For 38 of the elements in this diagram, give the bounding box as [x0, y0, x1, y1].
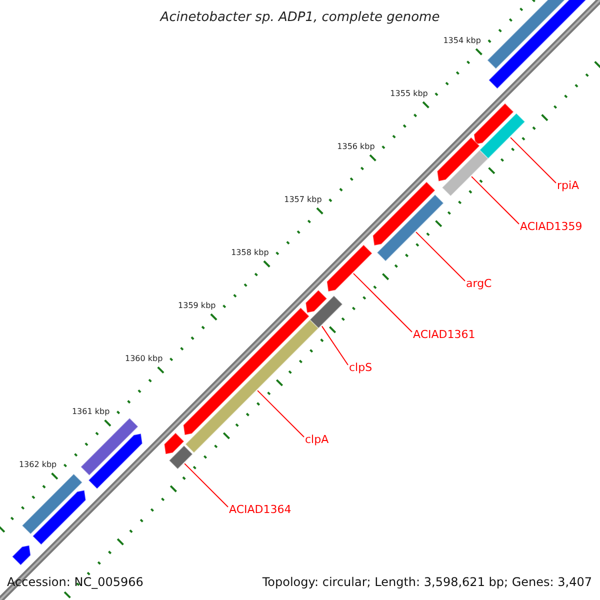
gene-label: ACIAD1359	[520, 221, 582, 233]
scale-label: 1355 kbp	[390, 88, 428, 98]
gene-label: argC	[466, 278, 492, 290]
gene-bar	[372, 181, 436, 246]
gene-label: clpA	[305, 434, 329, 446]
scale-label: 1359 kbp	[178, 300, 216, 310]
gene-bar	[305, 289, 328, 314]
leader-line	[321, 326, 348, 366]
gene-bar	[309, 295, 344, 329]
gene-bar	[12, 544, 32, 566]
gene-bar	[168, 444, 194, 470]
gene-bar	[80, 417, 139, 476]
scale-label: 1361 kbp	[72, 407, 110, 416]
gene-label: rpiA	[557, 180, 580, 192]
scale-label: 1356 kbp	[337, 142, 375, 151]
gene-bar	[88, 433, 143, 490]
scale-label: 1357 kbp	[284, 194, 322, 204]
gene-bar	[326, 244, 373, 292]
scale-label: 1362 kbp	[18, 460, 57, 470]
title: Acinetobacter sp. ADP1, complete genome	[158, 10, 441, 26]
gene-bar	[376, 194, 444, 262]
gene-bar	[441, 149, 489, 197]
footer-text: Topology: circular; Length: 3,598,621 bp; Genes: 3,407	[262, 575, 592, 589]
leader-line	[352, 272, 412, 332]
gene-bar	[436, 136, 480, 182]
gene-bar	[32, 490, 86, 546]
gene-bar	[473, 102, 514, 146]
leader-line	[257, 390, 304, 438]
scale-label: 1360 kbp	[125, 354, 163, 363]
gene-bar	[478, 112, 526, 160]
gene-label: clpS	[349, 362, 372, 374]
leader-line	[184, 463, 228, 508]
scale-label: 1358 kbp	[231, 248, 269, 257]
gene-bar	[21, 473, 83, 535]
gene-label: ACIAD1364	[229, 504, 292, 516]
leader-line	[471, 176, 520, 224]
gene-label: ACIAD1361	[413, 329, 476, 341]
scale-label: 1354 kbp	[443, 36, 481, 45]
